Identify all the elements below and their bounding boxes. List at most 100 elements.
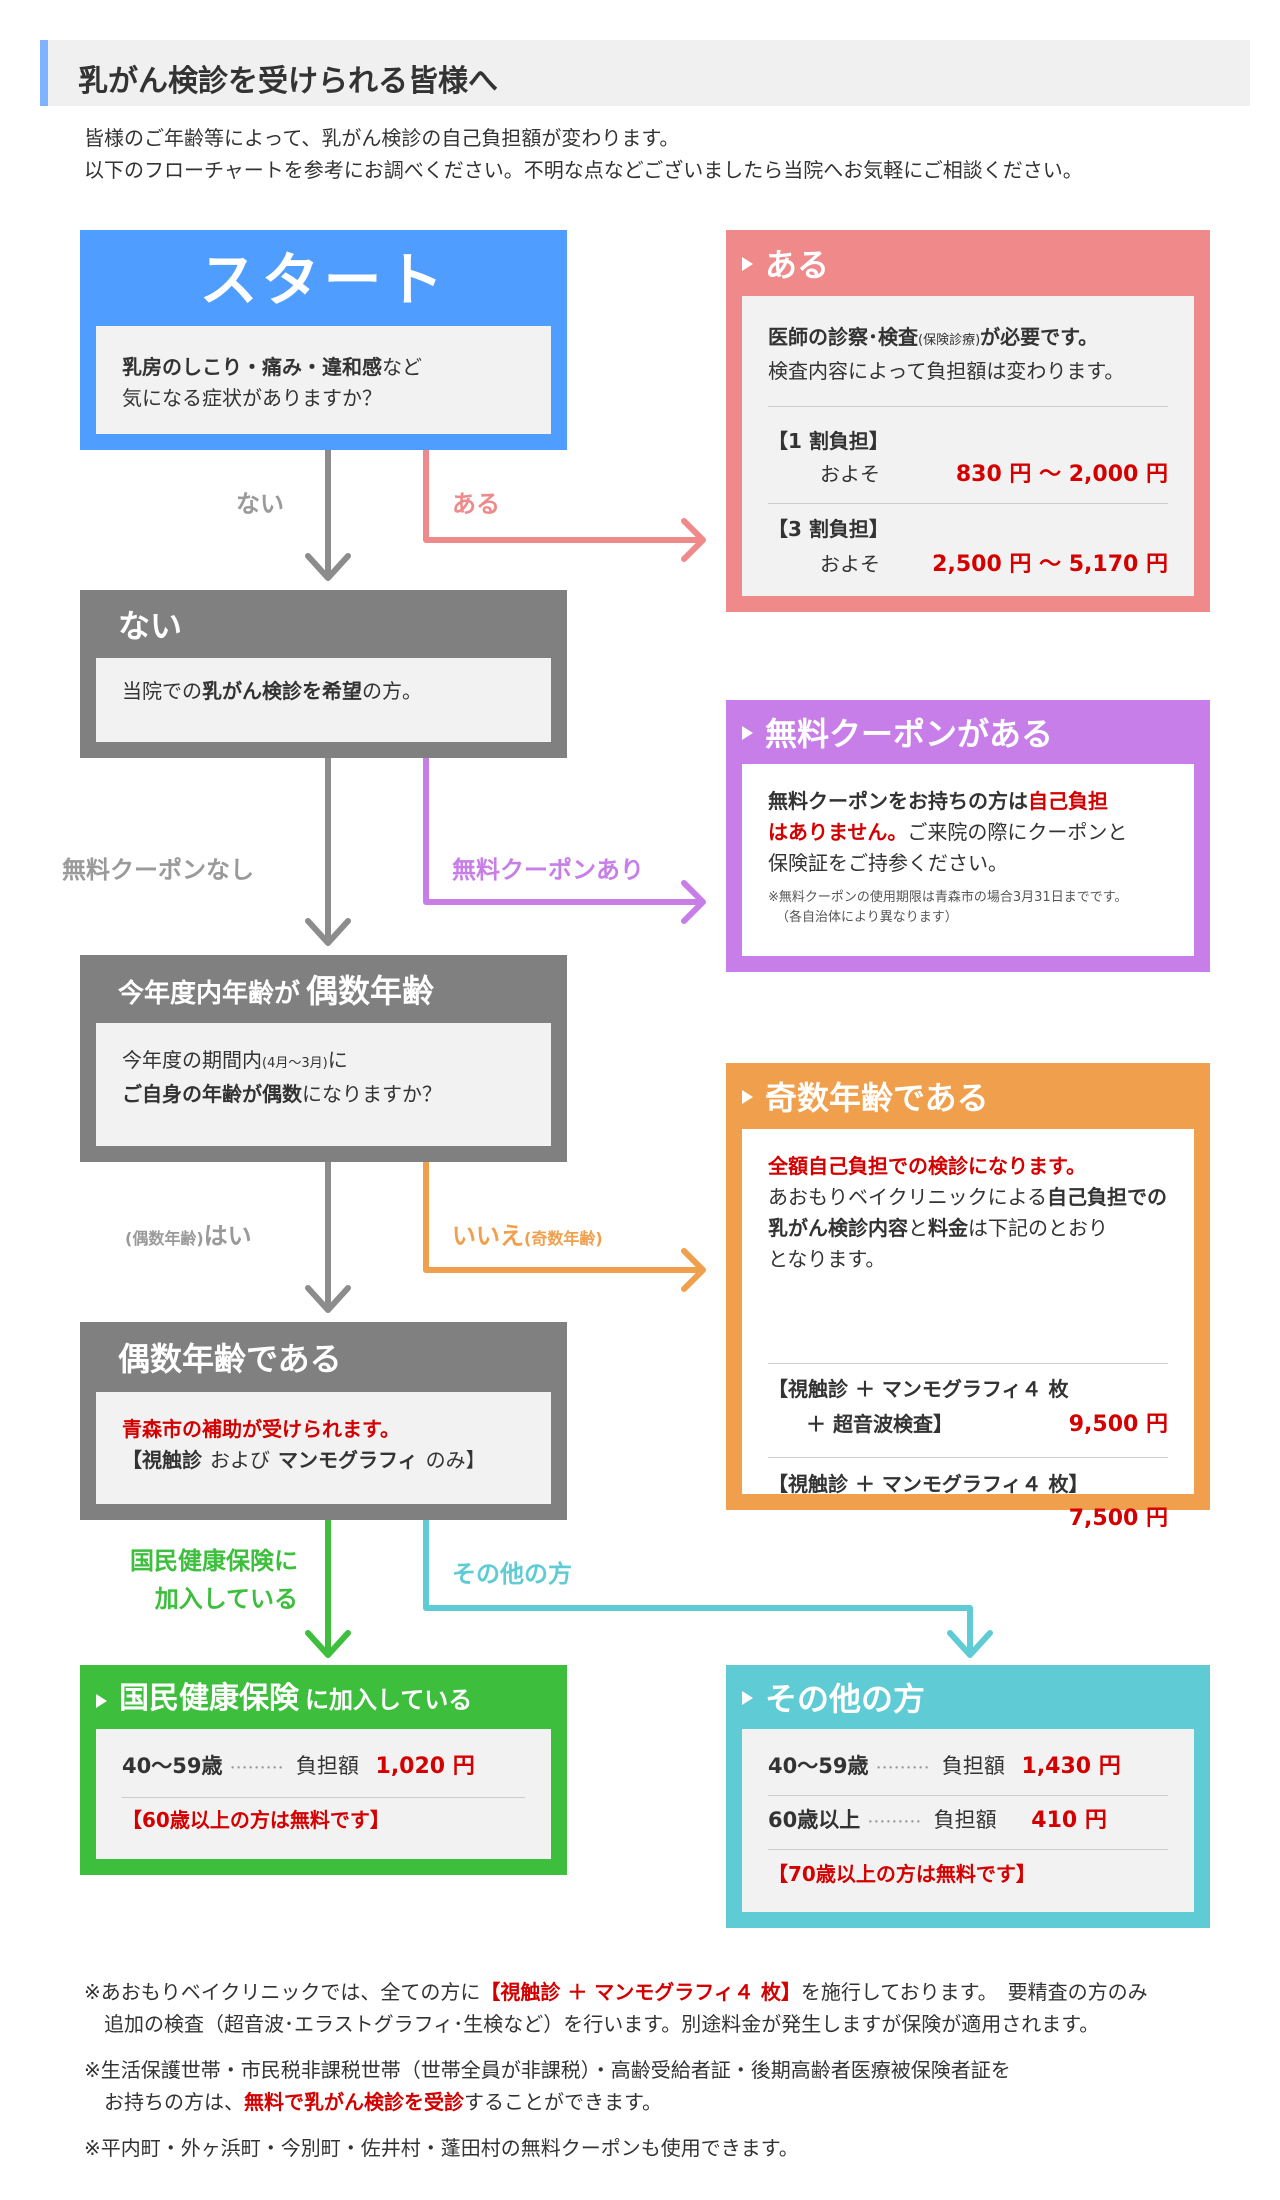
kokumin-box: 国民健康保険に加入している 40～59歳 ･････････ 負担額 1,020… <box>80 1665 567 1875</box>
other-panel: 40～59歳 ･････････ 負担額 1,430 円 60歳以上 ･････… <box>742 1729 1194 1912</box>
footer-n1-post: を施行しております。 要精査の方のみ <box>800 1980 1148 2004</box>
coupon-l3: 保険証をご持参ください。 <box>768 851 1008 875</box>
aru-header: ある <box>732 236 1204 296</box>
evenres-l2-m1: および <box>210 1448 270 1472</box>
other-box: その他の方 40～59歳 ･････････ 負担額 1,430 円 60歳以上… <box>726 1665 1210 1928</box>
triangle-icon <box>742 1090 753 1104</box>
intro-line-1: 皆様のご年齢等によって、乳がん検診の自己負担額が変わります。 <box>84 126 680 150</box>
even-l1-pre: 今年度の期間内 <box>122 1048 262 1072</box>
aru-box: ある 医師の診察･検査(保険診療)が必要です。 検査内容によって負担額は変わりま… <box>726 230 1210 612</box>
divider <box>768 1849 1168 1850</box>
footer-n2-red: 無料で乳がん検診を受診 <box>244 2090 464 2114</box>
page-title: 乳がん検診を受けられる皆様へ <box>78 64 498 99</box>
other-r2-price: 410 円 <box>1031 1808 1107 1833</box>
coupon-l1-pre: 無料クーポンをお持ちの方は <box>768 789 1028 813</box>
divider <box>768 1457 1168 1458</box>
evenres-title: 偶数年齢である <box>118 1340 342 1378</box>
arrow-to-aru <box>423 447 706 562</box>
other-title: その他の方 <box>765 1680 926 1718</box>
start-question-panel: 乳房のしこり・痛み・違和感など 気になる症状がありますか？ <box>96 326 551 434</box>
start-question: 乳房のしこり・痛み・違和感など 気になる症状がありますか？ <box>122 352 422 414</box>
odd-l3-post: は下記のとおり <box>968 1216 1108 1240</box>
arrow-start-to-nai <box>305 447 351 581</box>
other-note: 【70歳以上の方は無料です】 <box>768 1862 1036 1886</box>
aru-l1-small: (保険診療) <box>918 333 981 348</box>
aru-p1-price: 830 円 ～ 2,000 円 <box>955 462 1168 487</box>
even-question-box: 今年度内年齢が偶数年齢 今年度の期間内(4月～3月)に ご自身の年齢が偶数になり… <box>80 955 567 1162</box>
even-question: 今年度の期間内(4月～3月)に ご自身の年齢が偶数になりますか？ <box>122 1045 442 1110</box>
intro-line-2: 以下のフローチャートを参考にお調べください。不明な点などございましたら当院へお気… <box>84 158 1083 182</box>
triangle-icon <box>742 257 753 271</box>
kokumin-r1-price: 1,020 円 <box>375 1754 475 1779</box>
other-r1-price: 1,430 円 <box>1021 1754 1121 1779</box>
divider <box>768 503 1168 504</box>
nai-panel: 当院での乳がん検診を希望の方。 <box>96 658 551 742</box>
label-even-no: いいえ(奇数年齢) <box>452 1216 603 1251</box>
arrow-nai-to-even <box>305 755 351 946</box>
odd-l2-bold: 自己負担での <box>1047 1185 1167 1209</box>
evenres-l2-b2: マンモグラフィ <box>278 1448 418 1472</box>
aru-l1-tail: が必要です。 <box>980 325 1099 349</box>
coupon-l2-post: ご来院の際にクーポンと <box>907 820 1128 844</box>
other-r1-label: 負担額 <box>941 1754 1005 1778</box>
other-row-2: 60歳以上 ･････････ 負担額 410 円 <box>768 1805 1107 1839</box>
label-even-yes: (偶数年齢)はい <box>125 1216 252 1251</box>
divider <box>768 1795 1168 1796</box>
arrow-to-other <box>423 1517 993 1658</box>
other-r2-dots: ･････････ <box>866 1815 922 1831</box>
kokumin-r1-age: 40～59歳 <box>122 1754 223 1778</box>
nai-title: ない <box>118 607 183 645</box>
other-r1-dots: ･････････ <box>875 1761 930 1777</box>
label-kokumin-line-2: 加入している <box>154 1585 298 1613</box>
coupon-l2-red: はありません。 <box>768 820 908 844</box>
coupon-l1-red: 自己負担 <box>1028 789 1108 813</box>
nai-text-bold: 乳がん検診を希望 <box>202 679 362 703</box>
label-even-no-small: (奇数年齢) <box>524 1229 603 1248</box>
footer-n1-red: 【視触診 ＋ マンモグラフィ４ 枚】 <box>480 1980 801 2004</box>
odd-c1-line1: 【視触診 ＋ マンモグラフィ４ 枚 <box>768 1377 1069 1401</box>
coupon-text: 無料クーポンをお持ちの方は自己負担 はありません。ご来院の際にクーポンと 保険証… <box>768 786 1127 879</box>
label-coupon-no: 無料クーポンなし <box>62 856 254 884</box>
footer-n1-pre: ※あおもりベイクリニックでは、全ての方に <box>84 1980 481 2004</box>
even-l1-post: に <box>327 1048 348 1072</box>
footer-n2-post: することができます。 <box>464 2090 662 2114</box>
label-even-yes-small: (偶数年齢) <box>125 1229 204 1248</box>
other-r2-label: 負担額 <box>933 1808 997 1832</box>
kokumin-title-big: 国民健康保険 <box>119 1681 299 1716</box>
even-title-big: 偶数年齢 <box>306 972 435 1010</box>
odd-description: 全額自己負担での検診になります。 あおもりベイクリニックによる自己負担での 乳が… <box>768 1151 1167 1275</box>
footer-note-1-line-1: ※あおもりベイクリニックでは、全ての方に【視触診 ＋ マンモグラフィ４ 枚】を施… <box>84 1976 1148 2008</box>
aru-p3-head: 【3 割負担】 <box>768 517 889 541</box>
label-other: その他の方 <box>452 1560 572 1588</box>
other-header: その他の方 <box>732 1671 1204 1729</box>
odd-c2-line1: 【視触診 ＋ マンモグラフィ４ 枚】 <box>768 1472 1089 1496</box>
coupon-header: 無料クーポンがある <box>732 706 1204 764</box>
page-header: 乳がん検診を受けられる皆様へ <box>40 40 1250 106</box>
intro-text: 皆様のご年齢等によって、乳がん検診の自己負担額が変わります。 以下のフローチャー… <box>84 122 1083 186</box>
even-title-pre: 今年度内年齢が <box>118 979 301 1009</box>
even-l1-small: (4月～3月) <box>262 1056 328 1071</box>
kokumin-panel: 40～59歳 ･････････ 負担額 1,020 円 【60歳以上の方は無料… <box>96 1729 551 1859</box>
footer-note-2-line-2: お持ちの方は、無料で乳がん検診を受診することができます。 <box>84 2086 1148 2118</box>
evenres-text: 青森市の補助が受けられます。 【視触診およびマンモグラフィのみ】 <box>122 1414 486 1476</box>
kokumin-header: 国民健康保険に加入している <box>86 1671 561 1729</box>
coupon-box: 無料クーポンがある 無料クーポンをお持ちの方は自己負担 はありません。ご来院の際… <box>726 700 1210 972</box>
start-box: スタート 乳房のしこり・痛み・違和感など 気になる症状がありますか？ <box>80 230 567 450</box>
odd-c1-price: 9,500 円 <box>1068 1412 1168 1437</box>
footer-note-2-line-1: ※生活保護世帯・市民税非課税世帯（世帯全員が非課税）・高齢受給者証・後期高齢者医… <box>84 2058 1011 2082</box>
coupon-panel: 無料クーポンをお持ちの方は自己負担 はありません。ご来院の際にクーポンと 保険証… <box>742 764 1194 956</box>
start-question-line2: 気になる症状がありますか？ <box>122 386 382 410</box>
evenres-l1: 青森市の補助が受けられます。 <box>122 1417 400 1441</box>
coupon-note-2: （各自治体により異なります） <box>776 910 958 925</box>
nai-text: 当院での乳がん検診を希望の方。 <box>122 676 422 707</box>
footer-note-3: ※平内町・外ヶ浜町・今別町・佐井村・蓬田村の無料クーポンも使用できます。 <box>84 2136 799 2160</box>
odd-l4: となります。 <box>768 1247 886 1271</box>
coupon-title: 無料クーポンがある <box>765 715 1054 753</box>
evenres-l2-b1: 【視触診 <box>122 1448 202 1472</box>
kokumin-row-1: 40～59歳 ･････････ 負担額 1,020 円 <box>122 1751 475 1785</box>
divider <box>768 406 1168 407</box>
divider <box>768 1363 1168 1364</box>
aru-l1-bold: 医師の診察･検査 <box>768 325 918 349</box>
aru-p1-prefix: およそ <box>820 462 880 486</box>
odd-header: 奇数年齢である <box>732 1069 1204 1129</box>
